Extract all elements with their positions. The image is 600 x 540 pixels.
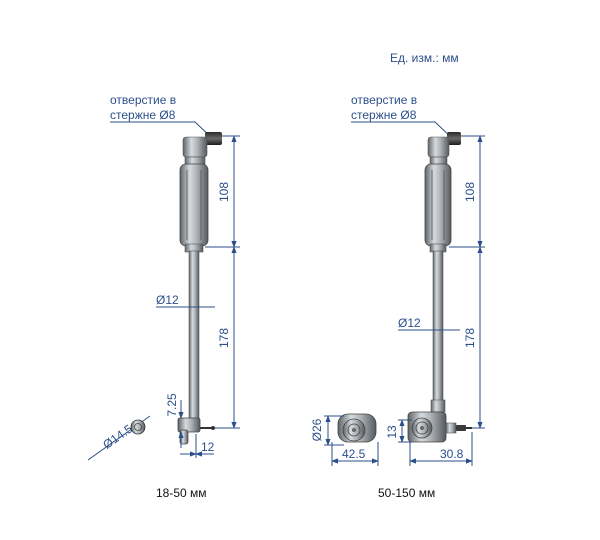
left-collar — [182, 136, 208, 158]
right-gauge: отверстие в стержне Ø8 108 178 Ø12 — [310, 93, 485, 500]
left-tip-disc — [130, 419, 146, 435]
right-dim-108: 108 — [463, 182, 477, 202]
units-label: Ед. изм.: мм — [390, 51, 459, 65]
right-head-front-view — [337, 413, 377, 443]
right-knob — [447, 132, 461, 145]
left-rod — [188, 250, 200, 420]
left-dim-diameter: Ø12 — [156, 293, 179, 307]
right-dim-diameter: Ø12 — [398, 316, 421, 330]
left-knob — [205, 132, 222, 145]
left-dim-178: 178 — [217, 328, 231, 348]
left-caption: 18-50 мм — [156, 486, 207, 500]
right-dim-30-8: 30.8 — [440, 447, 464, 461]
left-dim-7-25: 7.25 — [165, 393, 179, 417]
left-hole-note-line1: отверстие в — [110, 93, 176, 107]
right-rod — [432, 250, 444, 407]
right-caption: 50-150 мм — [378, 486, 435, 500]
right-handle — [424, 163, 452, 247]
right-dim-head-diameter: Ø26 — [310, 418, 324, 441]
left-handle — [179, 163, 209, 247]
left-gauge: отверстие в стержне Ø8 108 178 Ø12 7.25 — [87, 93, 240, 500]
left-hole-note-line2: стержне Ø8 — [110, 108, 176, 122]
right-dim-42-5: 42.5 — [342, 447, 366, 461]
left-tip — [177, 417, 201, 433]
left-dim-12: 12 — [201, 440, 215, 454]
right-hole-note-line1: отверстие в — [351, 93, 417, 107]
right-collar — [427, 136, 450, 158]
left-dim-108: 108 — [217, 182, 231, 202]
right-hole-note-line2: стержне Ø8 — [351, 108, 417, 122]
right-dim-178: 178 — [463, 328, 477, 348]
right-dim-13: 13 — [385, 425, 399, 439]
